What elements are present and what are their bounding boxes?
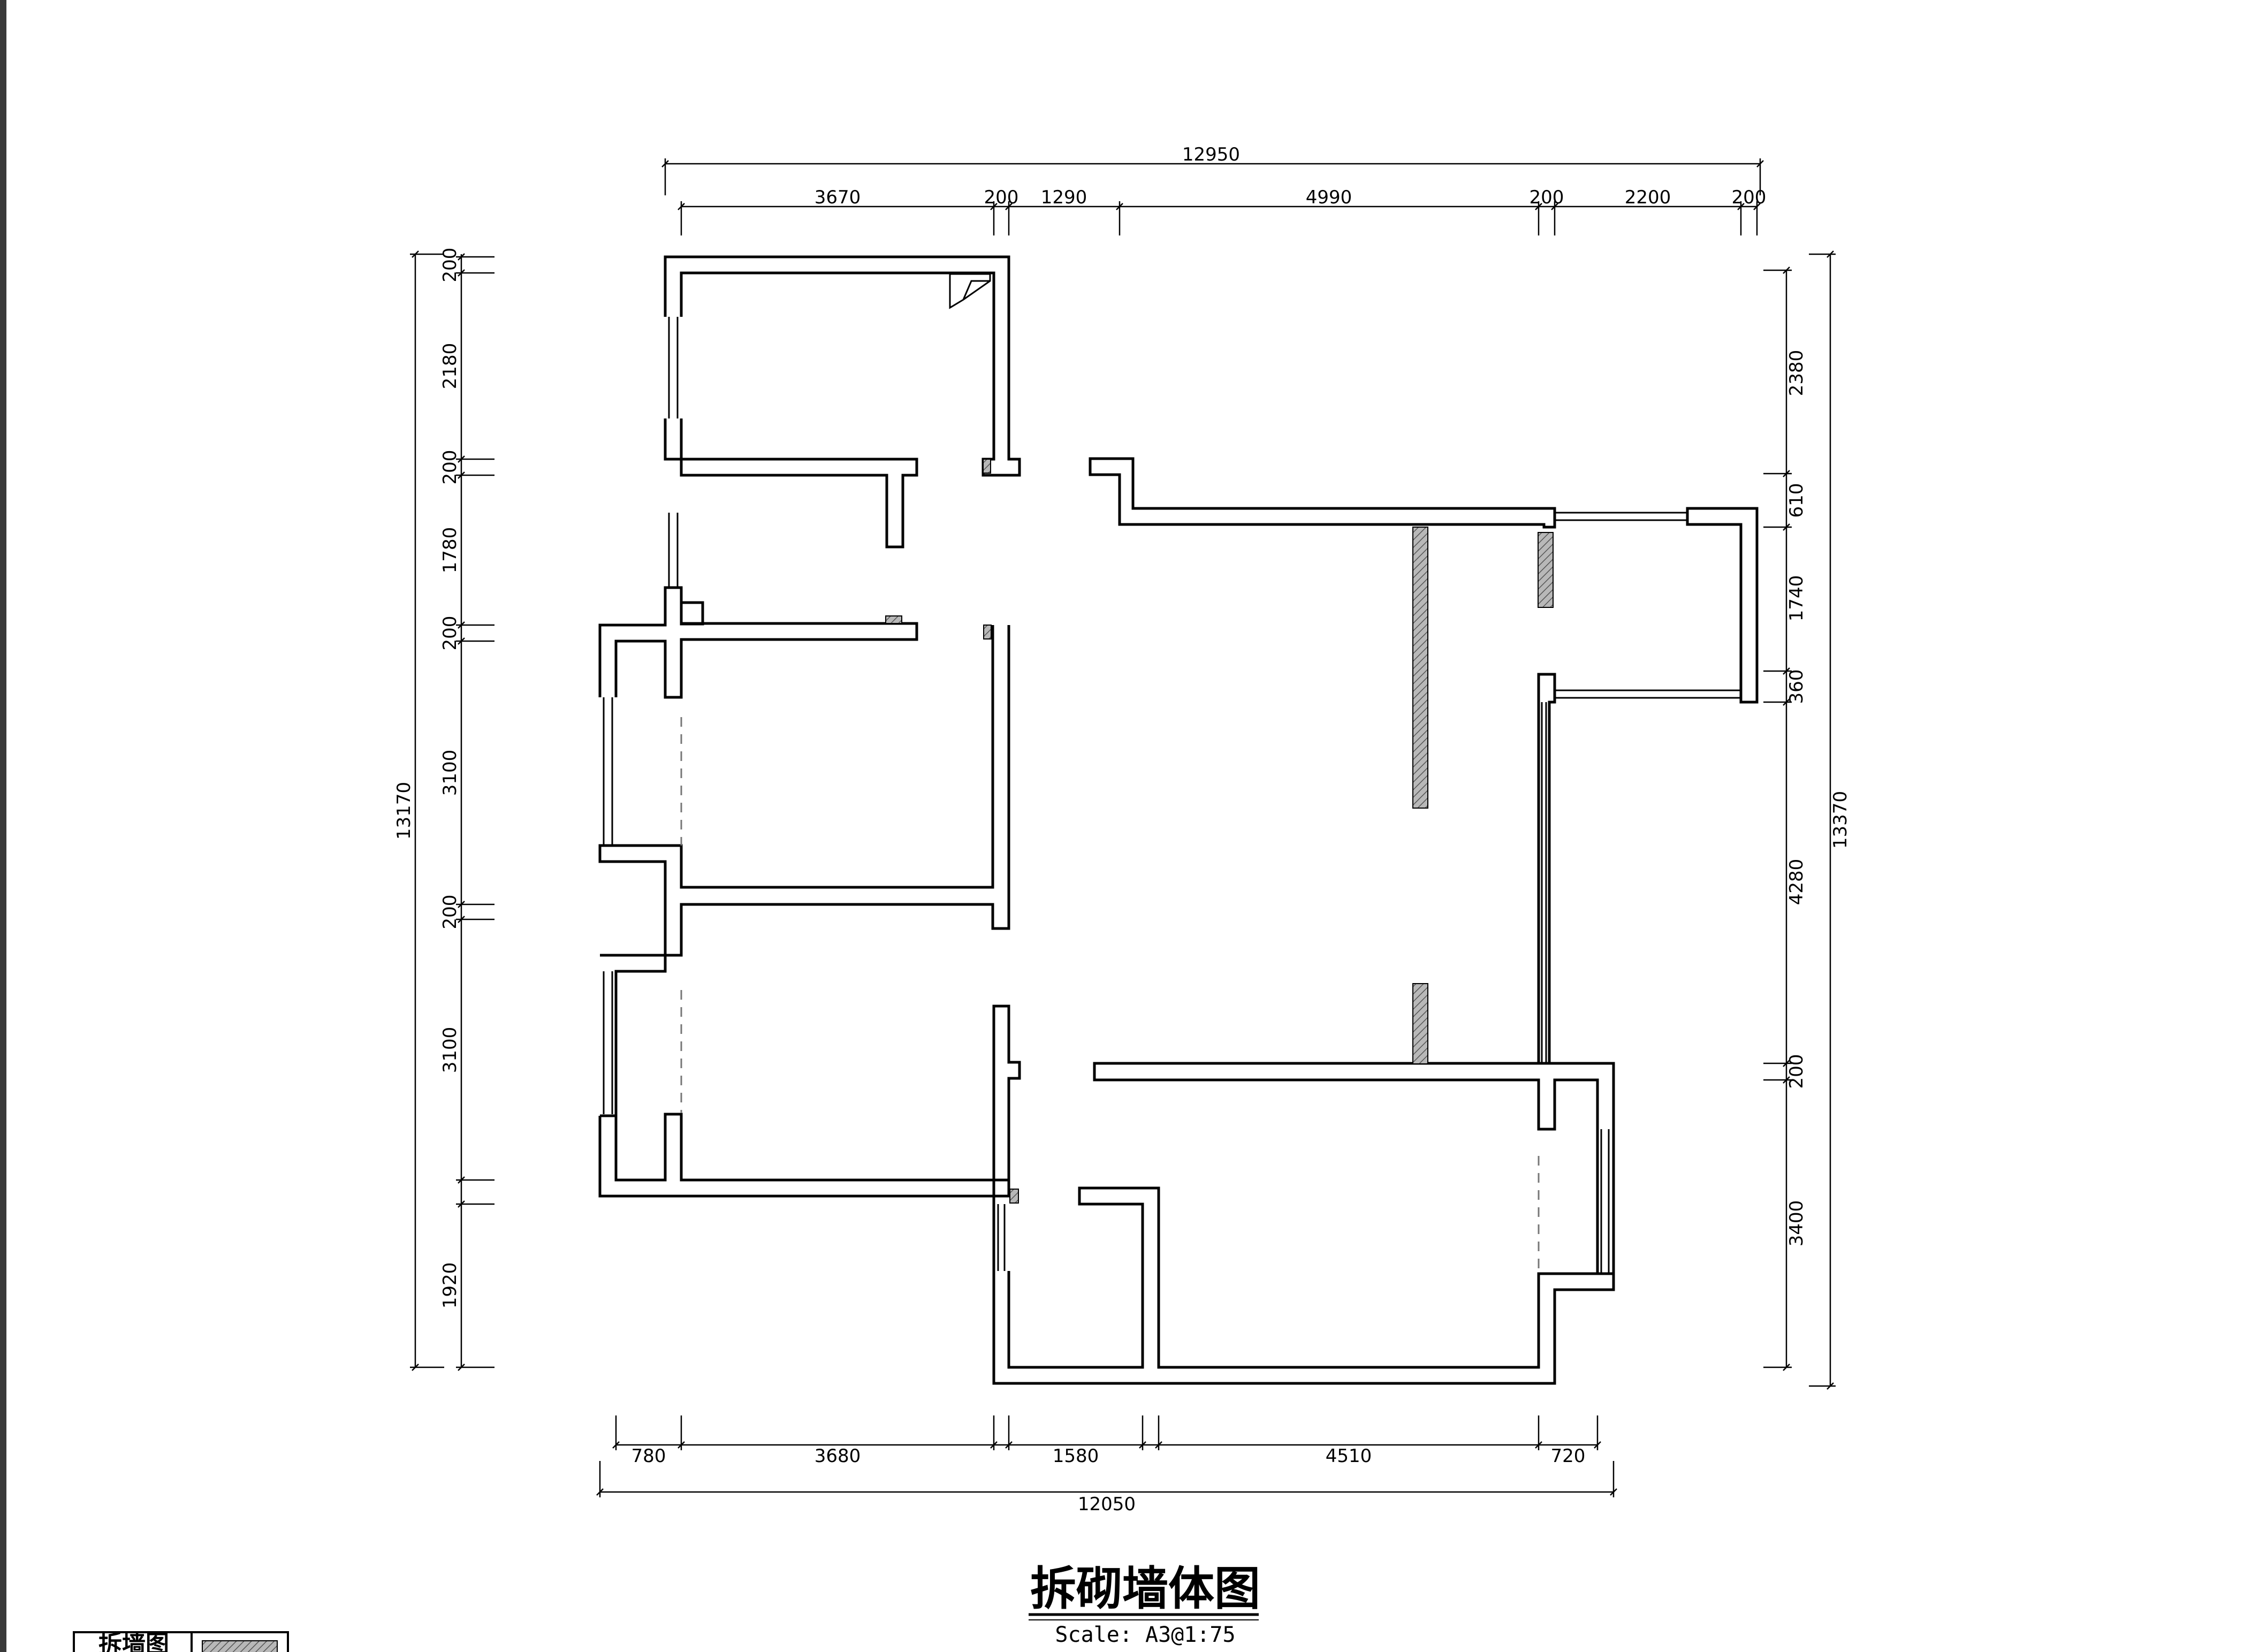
dim-bottom-5: 720 (1551, 1445, 1586, 1467)
dim-right-1: 2380 (1786, 350, 1807, 397)
dim-top-4: 4990 (1306, 187, 1352, 208)
dim-top-2: 200 (984, 187, 1019, 208)
dimension-lines (410, 158, 1836, 1497)
drawing-title: 拆砌墙体图 (1030, 1562, 1260, 1616)
dim-top-total: 12950 (1182, 144, 1240, 165)
dim-left-2: 2180 (439, 343, 461, 390)
dim-bottom-1: 780 (632, 1445, 666, 1467)
dim-top-7: 200 (1732, 187, 1767, 208)
dim-left-8: 3100 (439, 1027, 461, 1074)
drawing-scale: Scale: A3@1:75 (1055, 1623, 1235, 1647)
windows (603, 317, 1741, 1274)
dim-top-1: 3670 (815, 187, 861, 208)
wall-west-jamb-lower (600, 954, 667, 1117)
dim-top-6: 2200 (1625, 187, 1671, 208)
dim-bottom-total: 12050 (1078, 1494, 1136, 1515)
dim-right-3: 1740 (1786, 575, 1807, 622)
dim-left-5: 200 (439, 616, 461, 651)
dim-bottom-4: 4510 (1326, 1445, 1372, 1467)
dim-right-4: 360 (1786, 669, 1807, 704)
dim-left-1: 200 (439, 248, 461, 283)
wall-north-east (1089, 457, 1556, 529)
dim-right-7: 3400 (1786, 1200, 1807, 1247)
dim-right-6: 200 (1786, 1054, 1807, 1089)
wall-living-south (1093, 1062, 1615, 1275)
dim-top-3: 1290 (1041, 187, 1087, 208)
wall-bedroom2-east (598, 625, 1010, 957)
dim-left-9: 1920 (439, 1262, 461, 1309)
legend-box (73, 1631, 289, 1652)
dim-left-3: 200 (439, 450, 461, 485)
wall-corridor-north (598, 586, 918, 699)
dim-left-total: 13170 (393, 782, 415, 840)
wall-balcony (1686, 507, 1759, 704)
demolished-walls (885, 459, 1554, 1204)
legend-label: 拆墙图 (98, 1631, 169, 1652)
dim-right-total: 13370 (1830, 791, 1851, 849)
wall-bedroom3-outline (598, 1113, 1010, 1198)
wall-living-east (1537, 673, 1556, 1065)
viewer-left-edge (0, 0, 6, 1652)
wall-north-west-block (664, 255, 1021, 477)
dim-right-5: 4280 (1786, 859, 1807, 905)
dim-left-4: 1780 (439, 527, 461, 574)
dim-bottom-2: 3680 (815, 1445, 861, 1467)
door-openings (680, 717, 1540, 1268)
wall-outlines (598, 255, 1759, 1385)
wall-south-block (992, 1186, 1615, 1385)
dim-left-7: 200 (439, 895, 461, 930)
wall-bath-partition (664, 418, 918, 549)
wall-bedroom3-east (992, 1004, 1021, 1198)
dim-right-2: 610 (1786, 483, 1807, 518)
dim-top-5: 200 (1530, 187, 1564, 208)
legend-swatch (202, 1640, 278, 1652)
dim-bottom-3: 1580 (1053, 1445, 1099, 1467)
bath-fixture-icon (949, 273, 991, 309)
wall-stub-corner (680, 601, 704, 626)
dim-left-6: 3100 (439, 750, 461, 796)
